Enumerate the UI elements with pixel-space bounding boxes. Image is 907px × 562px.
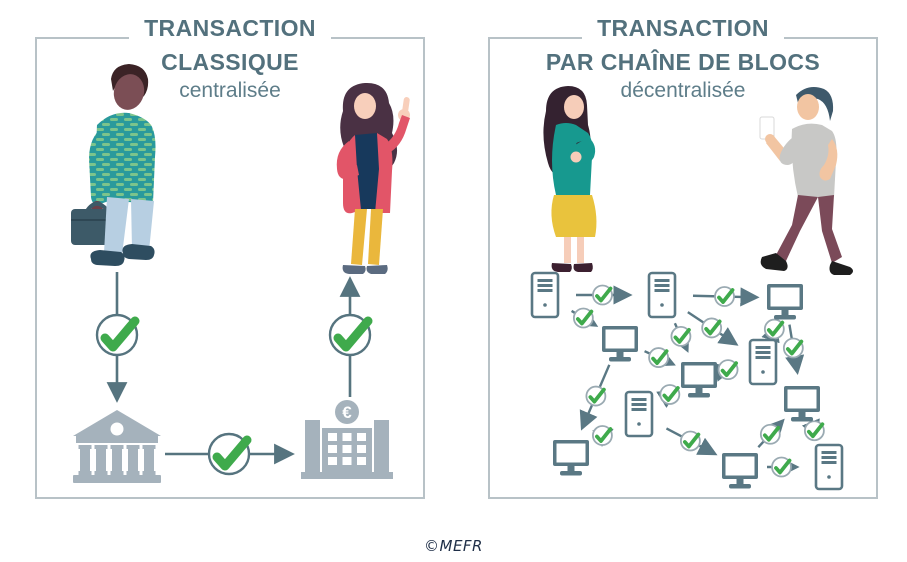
monitor-icon xyxy=(681,362,717,398)
man-with-briefcase-figure xyxy=(71,64,156,266)
server-icon xyxy=(748,338,778,386)
panel-left-title: TRANSACTION CLASSIQUE centralisée xyxy=(37,15,423,103)
check-icon xyxy=(771,456,792,478)
monitor-icon xyxy=(784,386,820,422)
check-icon xyxy=(328,313,373,357)
euro-symbol: € xyxy=(342,403,352,422)
check-icon xyxy=(782,337,804,359)
check-icon xyxy=(803,420,825,442)
right-title-line1: TRANSACTION xyxy=(582,15,784,47)
check-icon xyxy=(714,286,735,307)
man-with-phone-figure xyxy=(759,87,853,275)
copyright-caption: ©MEFR xyxy=(424,537,483,555)
check-icon xyxy=(763,318,785,340)
bank-euro-icon: € xyxy=(301,397,393,479)
check-icon xyxy=(207,432,252,476)
monitor-icon xyxy=(553,440,589,476)
bank-classical-icon xyxy=(73,410,161,483)
left-title-line1: TRANSACTION xyxy=(129,15,331,47)
woman-with-phone-figure xyxy=(543,86,597,272)
blockchain-network-diagram xyxy=(530,271,844,491)
monitor-icon xyxy=(767,284,803,320)
panel-blockchain-transaction: TRANSACTION PAR CHAÎNE DE BLOCS décentra… xyxy=(488,15,878,499)
check-icon xyxy=(679,430,701,452)
monitor-icon xyxy=(722,453,758,489)
check-icon xyxy=(659,384,681,405)
check-icon xyxy=(95,313,140,357)
server-icon xyxy=(814,443,844,491)
briefcase-icon xyxy=(71,209,115,245)
server-icon xyxy=(530,271,560,319)
woman-pointing-figure xyxy=(336,82,410,274)
check-icon xyxy=(717,359,739,381)
check-icon xyxy=(592,425,613,446)
monitor-icon xyxy=(602,326,638,362)
check-icon xyxy=(759,423,781,445)
left-subtitle: centralisée xyxy=(179,79,281,102)
check-icon xyxy=(701,317,723,339)
right-title-line2: PAR CHAÎNE DE BLOCS xyxy=(545,49,821,75)
check-icon xyxy=(670,326,692,347)
check-icon xyxy=(585,385,607,407)
right-subtitle: décentralisée xyxy=(620,79,746,102)
check-icon xyxy=(572,307,594,329)
centralized-flow-diagram: € xyxy=(73,272,393,483)
left-title-line2: CLASSIQUE xyxy=(161,49,299,75)
check-icon xyxy=(592,284,613,306)
panel-classic-transaction: TRANSACTION CLASSIQUE centralisée xyxy=(35,15,425,499)
panel-right-title: TRANSACTION PAR CHAÎNE DE BLOCS décentra… xyxy=(490,15,876,103)
check-icon xyxy=(648,347,669,368)
server-icon xyxy=(624,390,654,438)
server-icon xyxy=(647,271,677,319)
